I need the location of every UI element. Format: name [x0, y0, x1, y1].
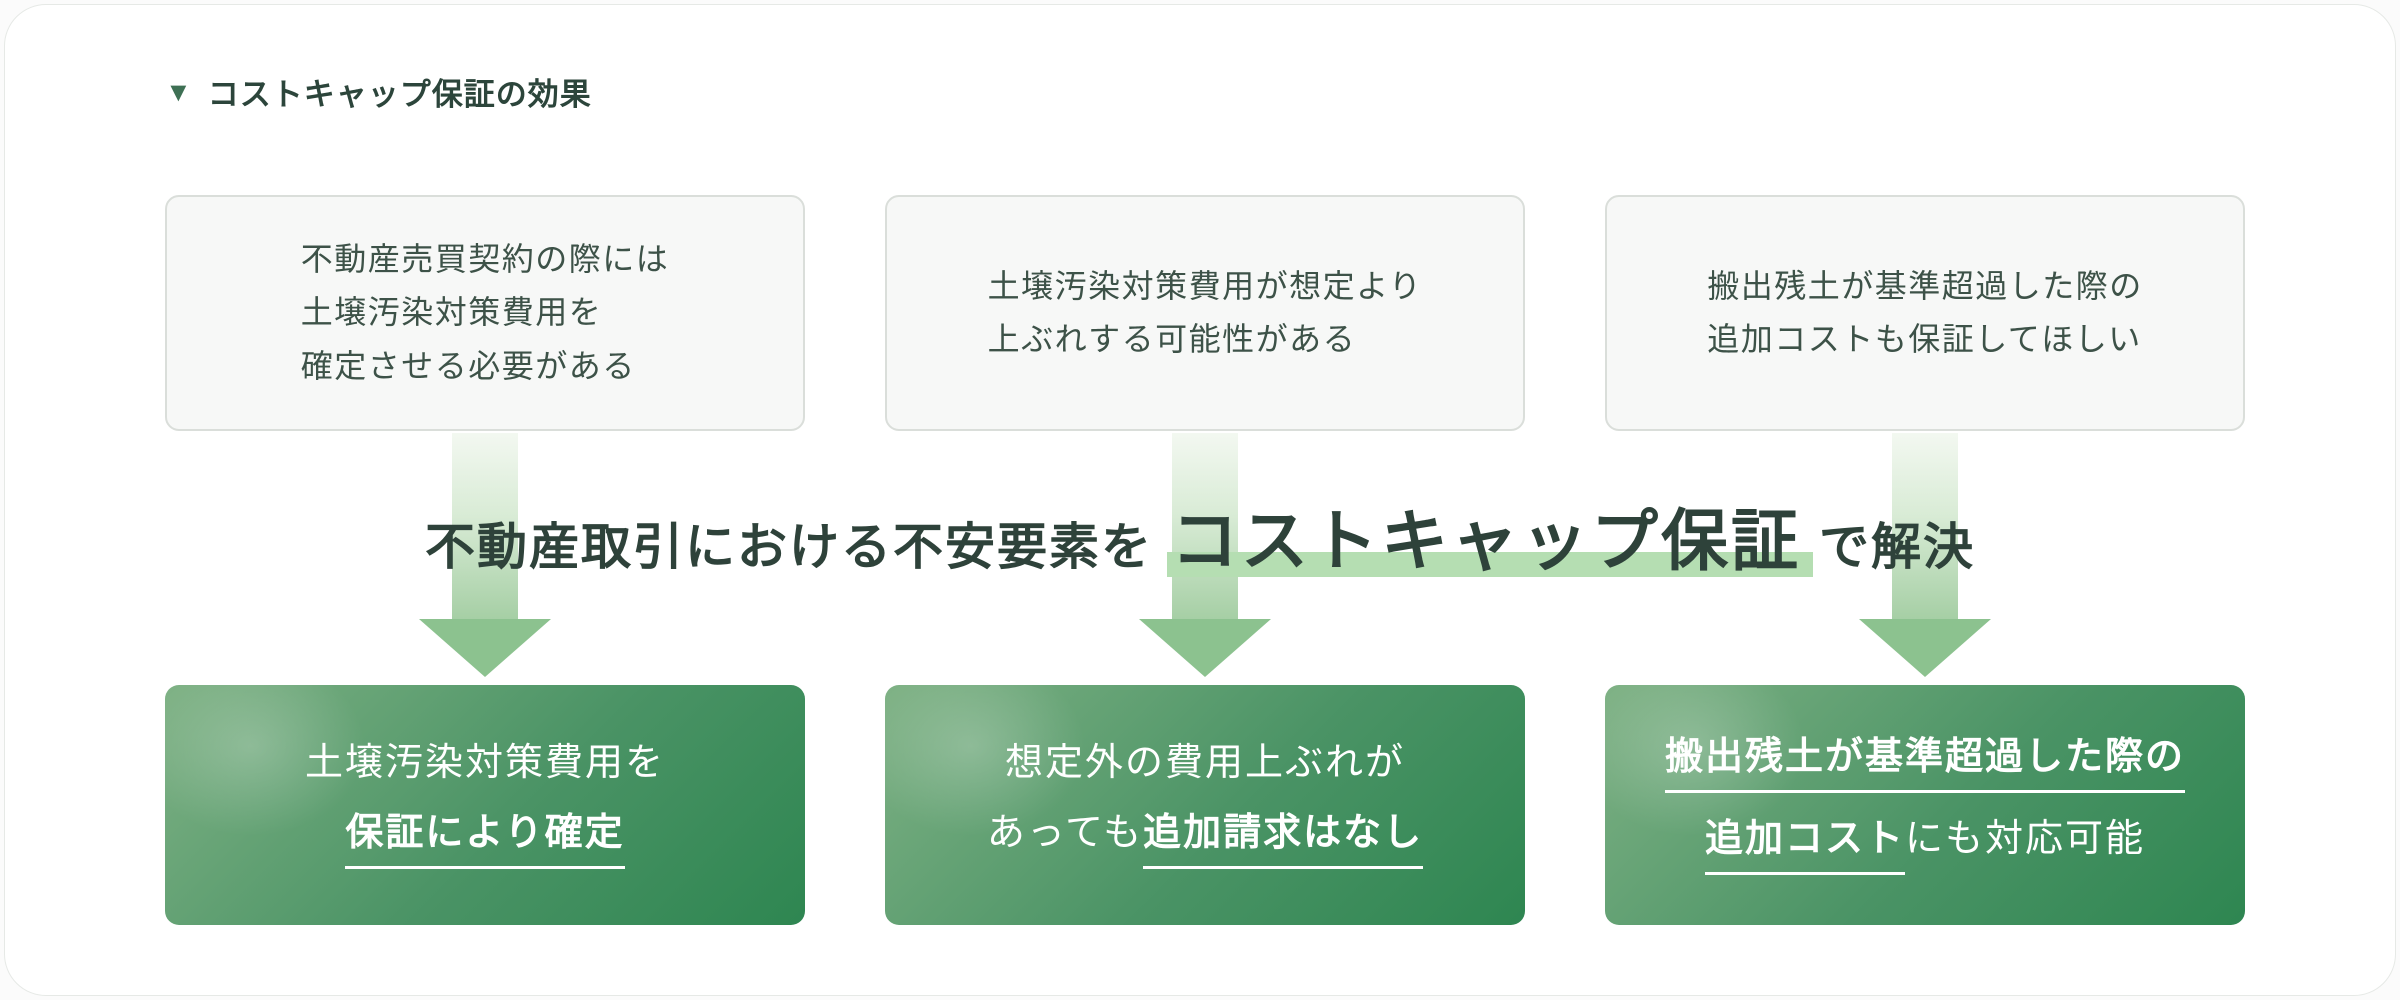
solution-line: 搬出残土が基準超過した際の: [1664, 735, 2185, 793]
concern-line: 不動産売買契約の際には: [300, 241, 670, 278]
concern-box-3-text: 搬出残土が基準超過した際の 追加コストも保証してほしい: [1707, 260, 2143, 366]
solution-line: 想定外の費用上ぶれが: [1004, 742, 1405, 785]
concern-line: 上ぶれする可能性がある: [987, 321, 1357, 357]
concern-line: 土壌汚染対策費用が想定より: [987, 267, 1423, 304]
arrow-head-icon: [1859, 619, 1991, 677]
concern-line: 搬出残土が基準超過した際の: [1707, 267, 2143, 304]
arrow-head-icon: [1139, 619, 1271, 677]
solution-line: 土壌汚染対策費用を: [304, 742, 665, 785]
solution-emphasis-underlined: 追加請求はなし: [1143, 811, 1424, 869]
concern-box-3: 搬出残土が基準超過した際の 追加コストも保証してほしい: [1605, 195, 2245, 431]
section-title: ▼ コストキャップ保証の効果: [165, 69, 592, 114]
solution-line: 保証により確定: [345, 811, 625, 869]
concern-line: 追加コストも保証してほしい: [1707, 321, 2142, 357]
solution-box-2: 想定外の費用上ぶれが あっても追加請求はなし: [885, 685, 1525, 925]
solution-emphasis-underlined: 搬出残土が基準超過した際の: [1664, 735, 2185, 793]
solution-emphasis-underlined: 保証により確定: [345, 811, 625, 869]
concern-box-1: 不動産売買契約の際には 土壌汚染対策費用を 確定させる必要がある: [165, 195, 805, 431]
solution-emphasis-underlined: 追加コスト: [1704, 817, 1905, 875]
headline-prefix: 不動産取引における不安要素を: [425, 519, 1153, 575]
infographic-card: ▼ コストキャップ保証の効果 不動産売買契約の際には 土壌汚染対策費用を 確定さ…: [4, 4, 2396, 996]
solution-box-3: 搬出残土が基準超過した際の 追加コストにも対応可能: [1605, 685, 2245, 925]
arrow-shaft: [1172, 433, 1238, 619]
concern-line: 確定させる必要がある: [300, 347, 636, 384]
arrow-head-icon: [419, 619, 551, 677]
triangle-marker-icon: ▼: [165, 77, 193, 107]
headline-suffix: で解決: [1819, 519, 1975, 575]
arrow-shaft: [452, 433, 518, 619]
solution-line: 追加コストにも対応可能: [1704, 817, 2146, 875]
concern-line: 土壌汚染対策費用を: [300, 294, 603, 331]
arrow-shaft: [1892, 433, 1958, 619]
concern-box-2-text: 土壌汚染対策費用が想定より 上ぶれする可能性がある: [988, 260, 1423, 366]
concern-box-1-text: 不動産売買契約の際には 土壌汚染対策費用を 確定させる必要がある: [301, 233, 670, 392]
headline-emphasis-highlighted: コストキャップ保証: [1167, 487, 1813, 584]
solution-plain-text: にも対応可能: [1905, 818, 2146, 860]
concern-box-2: 土壌汚染対策費用が想定より 上ぶれする可能性がある: [885, 195, 1525, 431]
solution-plain-text: あっても: [986, 812, 1144, 854]
headline: 不動産取引における不安要素を コストキャップ保証 で解決: [5, 487, 2395, 584]
section-title-text: コストキャップ保証の効果: [207, 77, 592, 112]
solution-line: あっても追加請求はなし: [986, 811, 1424, 869]
solution-box-1: 土壌汚染対策費用を 保証により確定: [165, 685, 805, 925]
